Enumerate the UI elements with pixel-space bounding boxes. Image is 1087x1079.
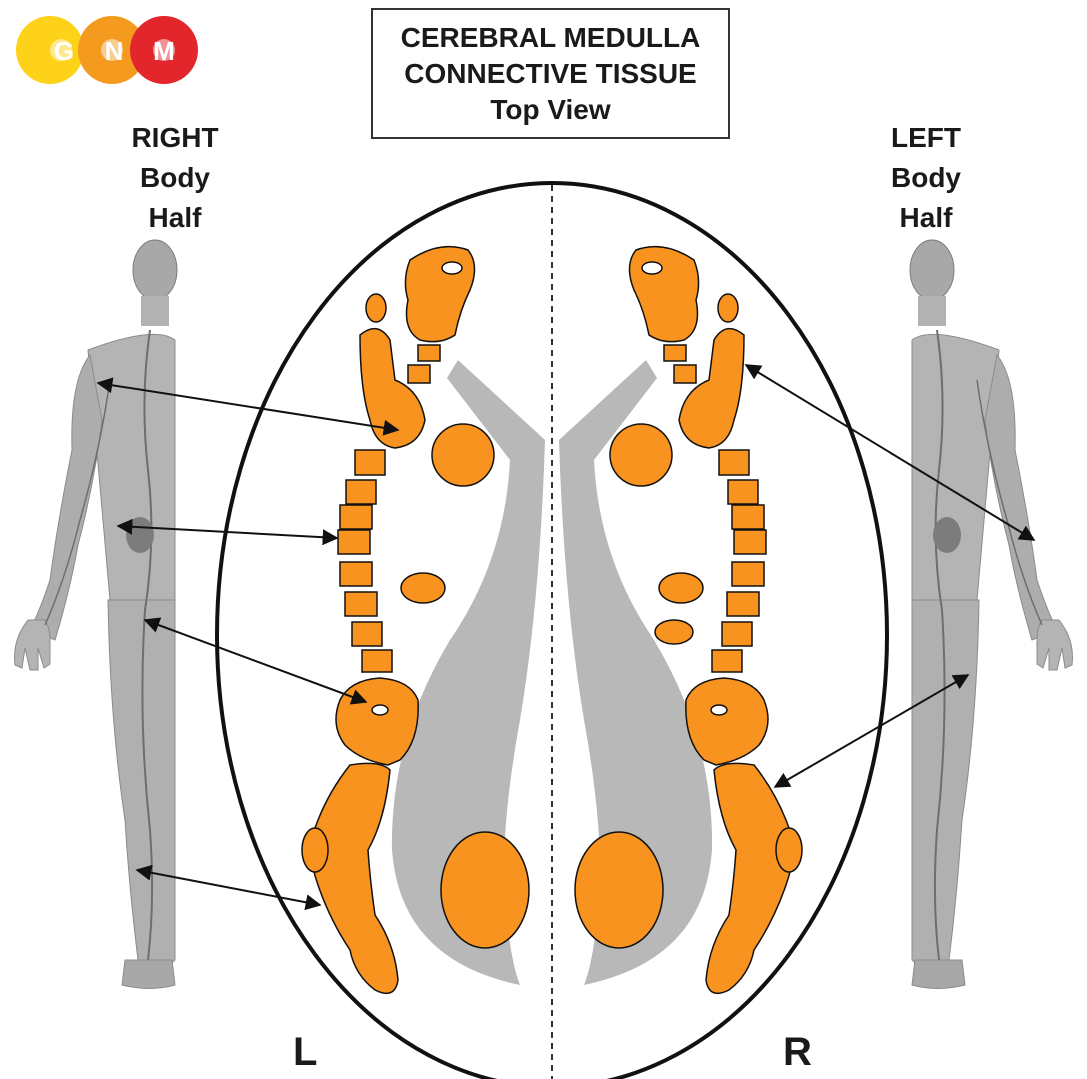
left-hemisphere-relays — [302, 247, 545, 994]
left-body-half-figure — [910, 240, 1072, 989]
arrow-hip-left — [145, 620, 366, 702]
hemisphere-left-letter: L — [293, 1030, 317, 1074]
right-hemisphere-relays — [559, 247, 802, 994]
right-body-half-figure — [15, 240, 177, 989]
hemisphere-right-letter: R — [783, 1030, 812, 1074]
